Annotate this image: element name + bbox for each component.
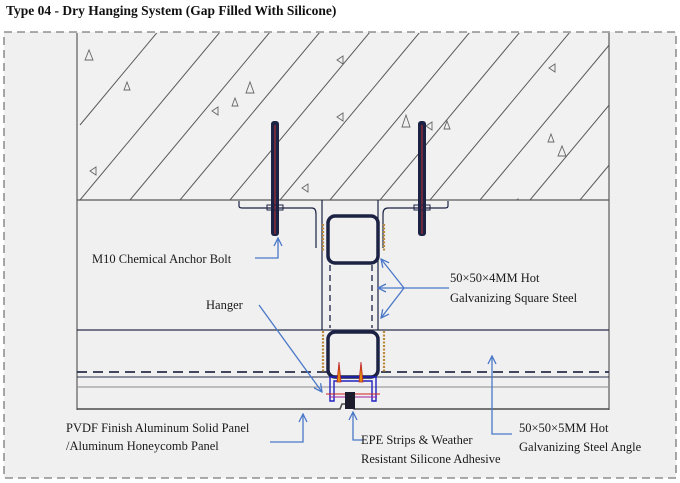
weld-seams (321, 224, 386, 372)
square-steel-upper (326, 214, 380, 265)
leader-lines (255, 238, 512, 443)
label-hanger: Hanger (206, 298, 243, 312)
anchor-bolt-right (413, 121, 431, 236)
drawing-title: Type 04 - Dry Hanging System (Gap Filled… (6, 3, 337, 18)
label-epe-1: EPE Strips & Weather (361, 433, 473, 447)
concrete-wall (77, 33, 609, 200)
label-square-steel-2: Galvanizing Square Steel (450, 291, 578, 305)
epe-strip (345, 392, 355, 409)
label-panel-2: /Aluminum Honeycomb Panel (66, 439, 219, 453)
label-epe-2: Resistant Silicone Adhesive (361, 452, 501, 466)
label-anchor-bolt: M10 Chemical Anchor Bolt (92, 252, 232, 266)
aggregate-marks (84, 48, 567, 200)
hanger-assembly (326, 361, 380, 409)
label-panel-1: PVDF Finish Aluminum Solid Panel (66, 421, 250, 435)
square-steel-lower (326, 330, 380, 379)
label-square-steel-1: 50×50×4MM Hot (450, 271, 540, 285)
anchor-bolt-left (266, 121, 284, 236)
label-angle-1: 50×50×5MM Hot (519, 421, 609, 435)
label-angle-2: Galvanizing Steel Angle (519, 440, 642, 454)
